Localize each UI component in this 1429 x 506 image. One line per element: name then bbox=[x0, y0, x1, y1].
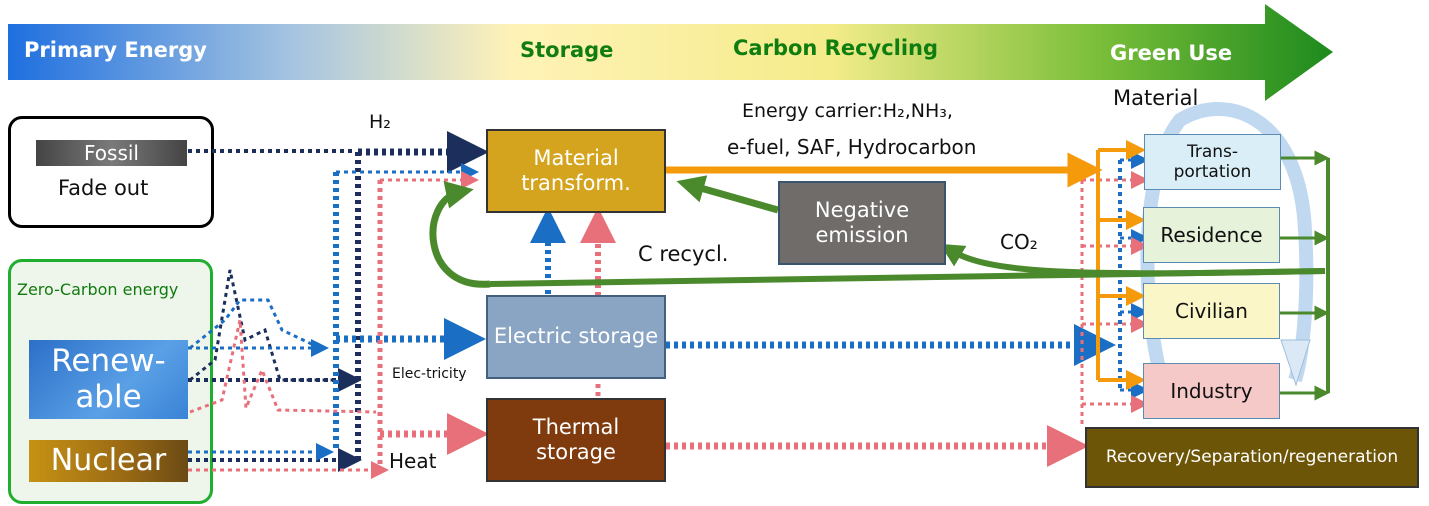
heat-carrier-label: Heat bbox=[389, 449, 437, 473]
thermal-storage-label: Thermal storage bbox=[532, 414, 620, 464]
fossil-sublabel: Fade out bbox=[58, 176, 149, 200]
negative-emission-label: Negative emission bbox=[814, 197, 910, 247]
negative-emission-box: Negative emission bbox=[778, 181, 946, 265]
stage-primary-energy: Primary Energy bbox=[24, 38, 207, 62]
stage-storage: Storage bbox=[520, 38, 614, 62]
use-civilian: Civilian bbox=[1143, 283, 1280, 339]
renewable-source: Renew- able bbox=[29, 340, 188, 419]
header-arrow bbox=[0, 0, 1429, 105]
electricity-carrier-label: Elec-tricity bbox=[392, 366, 467, 382]
nuclear-source: Nuclear bbox=[29, 440, 188, 482]
c-recycl-label: C recycl. bbox=[638, 242, 729, 266]
zero-carbon-title: Zero-Carbon energy bbox=[17, 280, 179, 299]
use-industry: Industry bbox=[1143, 363, 1280, 419]
stage-carbon-recycling: Carbon Recycling bbox=[733, 36, 939, 60]
use-transportation: Trans- portation bbox=[1144, 134, 1281, 190]
header-arrow-shape bbox=[8, 4, 1333, 101]
recovery-box: Recovery/Separation/regeneration bbox=[1085, 427, 1419, 488]
stage-green-use: Green Use bbox=[1110, 41, 1233, 65]
thermal-storage-box: Thermal storage bbox=[486, 398, 666, 482]
use-residence: Residence bbox=[1143, 207, 1280, 263]
material-transform-box: Material transform. bbox=[486, 129, 666, 213]
energy-carrier-line1: Energy carrier:H₂,NH₃, bbox=[742, 100, 953, 122]
electric-storage-box: Electric storage bbox=[486, 295, 666, 379]
material-transform-label: Material transform. bbox=[521, 145, 631, 195]
co2-label: CO₂ bbox=[1000, 230, 1038, 254]
renewable-label: Renew- able bbox=[51, 342, 166, 415]
fossil-group bbox=[8, 116, 214, 228]
energy-carrier-line2: e-fuel, SAF, Hydrocarbon bbox=[727, 135, 977, 159]
fossil-label: Fossil bbox=[36, 140, 187, 166]
use-transportation-label: Trans- portation bbox=[1173, 141, 1252, 182]
h2-carrier-label: H₂ bbox=[369, 111, 391, 133]
material-use-label: Material bbox=[1113, 86, 1199, 110]
